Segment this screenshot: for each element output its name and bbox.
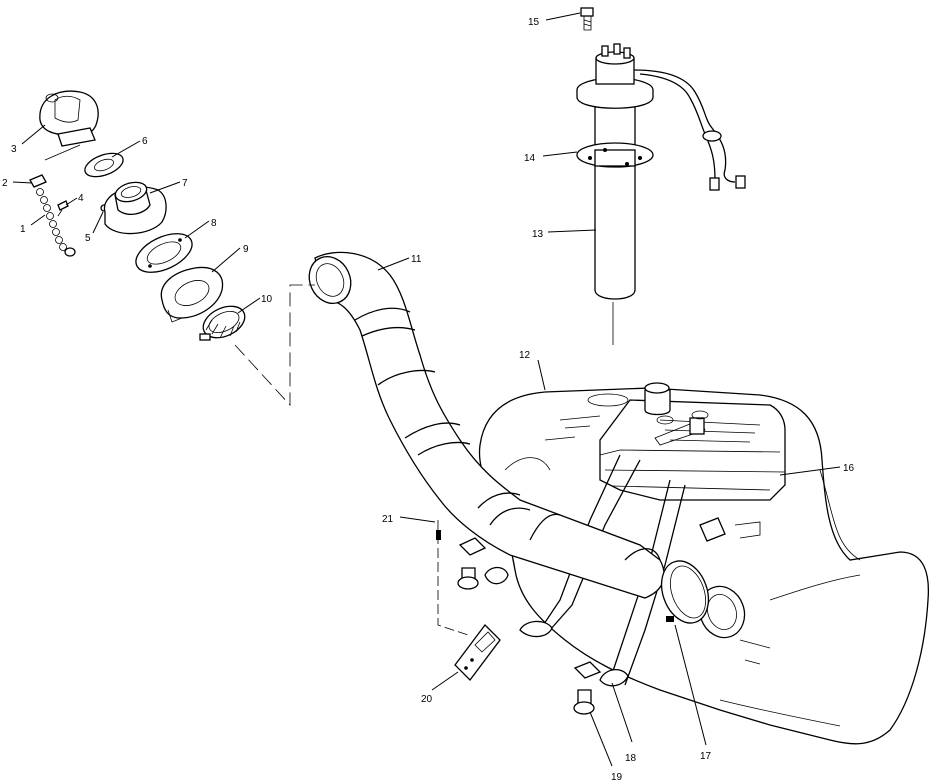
callout-3: 3 — [11, 144, 17, 155]
callout-20: 20 — [421, 694, 433, 705]
bracket-20 — [454, 624, 501, 681]
callout-16: 16 — [843, 463, 855, 474]
callout-17: 17 — [700, 751, 712, 762]
hose-clamp-17 — [660, 560, 710, 624]
filler-neck-7 — [103, 181, 167, 235]
callout-6: 6 — [142, 136, 148, 147]
callout-10: 10 — [261, 294, 273, 305]
grommets-19 — [457, 537, 602, 715]
callout-9: 9 — [243, 244, 249, 255]
fuel-tank — [478, 387, 930, 745]
callout-2: 2 — [2, 178, 8, 189]
gasket-8 — [135, 233, 193, 273]
fuel-sender-unit — [576, 7, 746, 345]
callout-labels: 1 2 3 4 5 6 7 8 9 10 11 12 13 14 15 16 1… — [2, 17, 855, 782]
callout-12: 12 — [519, 350, 531, 361]
tether-chain-1 — [29, 174, 76, 257]
screw-4 — [57, 200, 69, 217]
callout-19: 19 — [611, 772, 623, 782]
hose-clamp-10 — [199, 305, 246, 341]
callout-18: 18 — [625, 753, 637, 764]
callout-14: 14 — [524, 153, 536, 164]
alignment-line — [44, 144, 315, 407]
leader-lines — [12, 12, 841, 767]
gasket-6 — [84, 152, 124, 178]
mounting-ring-9 — [160, 266, 224, 323]
callout-11: 11 — [411, 254, 422, 265]
callout-15: 15 — [528, 17, 540, 28]
callout-1: 1 — [20, 224, 26, 235]
callout-8: 8 — [211, 218, 217, 229]
strap-21 — [436, 520, 469, 636]
callout-7: 7 — [182, 178, 188, 189]
callout-5: 5 — [85, 233, 91, 244]
callout-21: 21 — [382, 514, 394, 525]
fuel-cap-3 — [39, 90, 99, 147]
tank-top-module — [599, 382, 786, 542]
callout-4: 4 — [78, 193, 84, 204]
callout-13: 13 — [532, 229, 544, 240]
